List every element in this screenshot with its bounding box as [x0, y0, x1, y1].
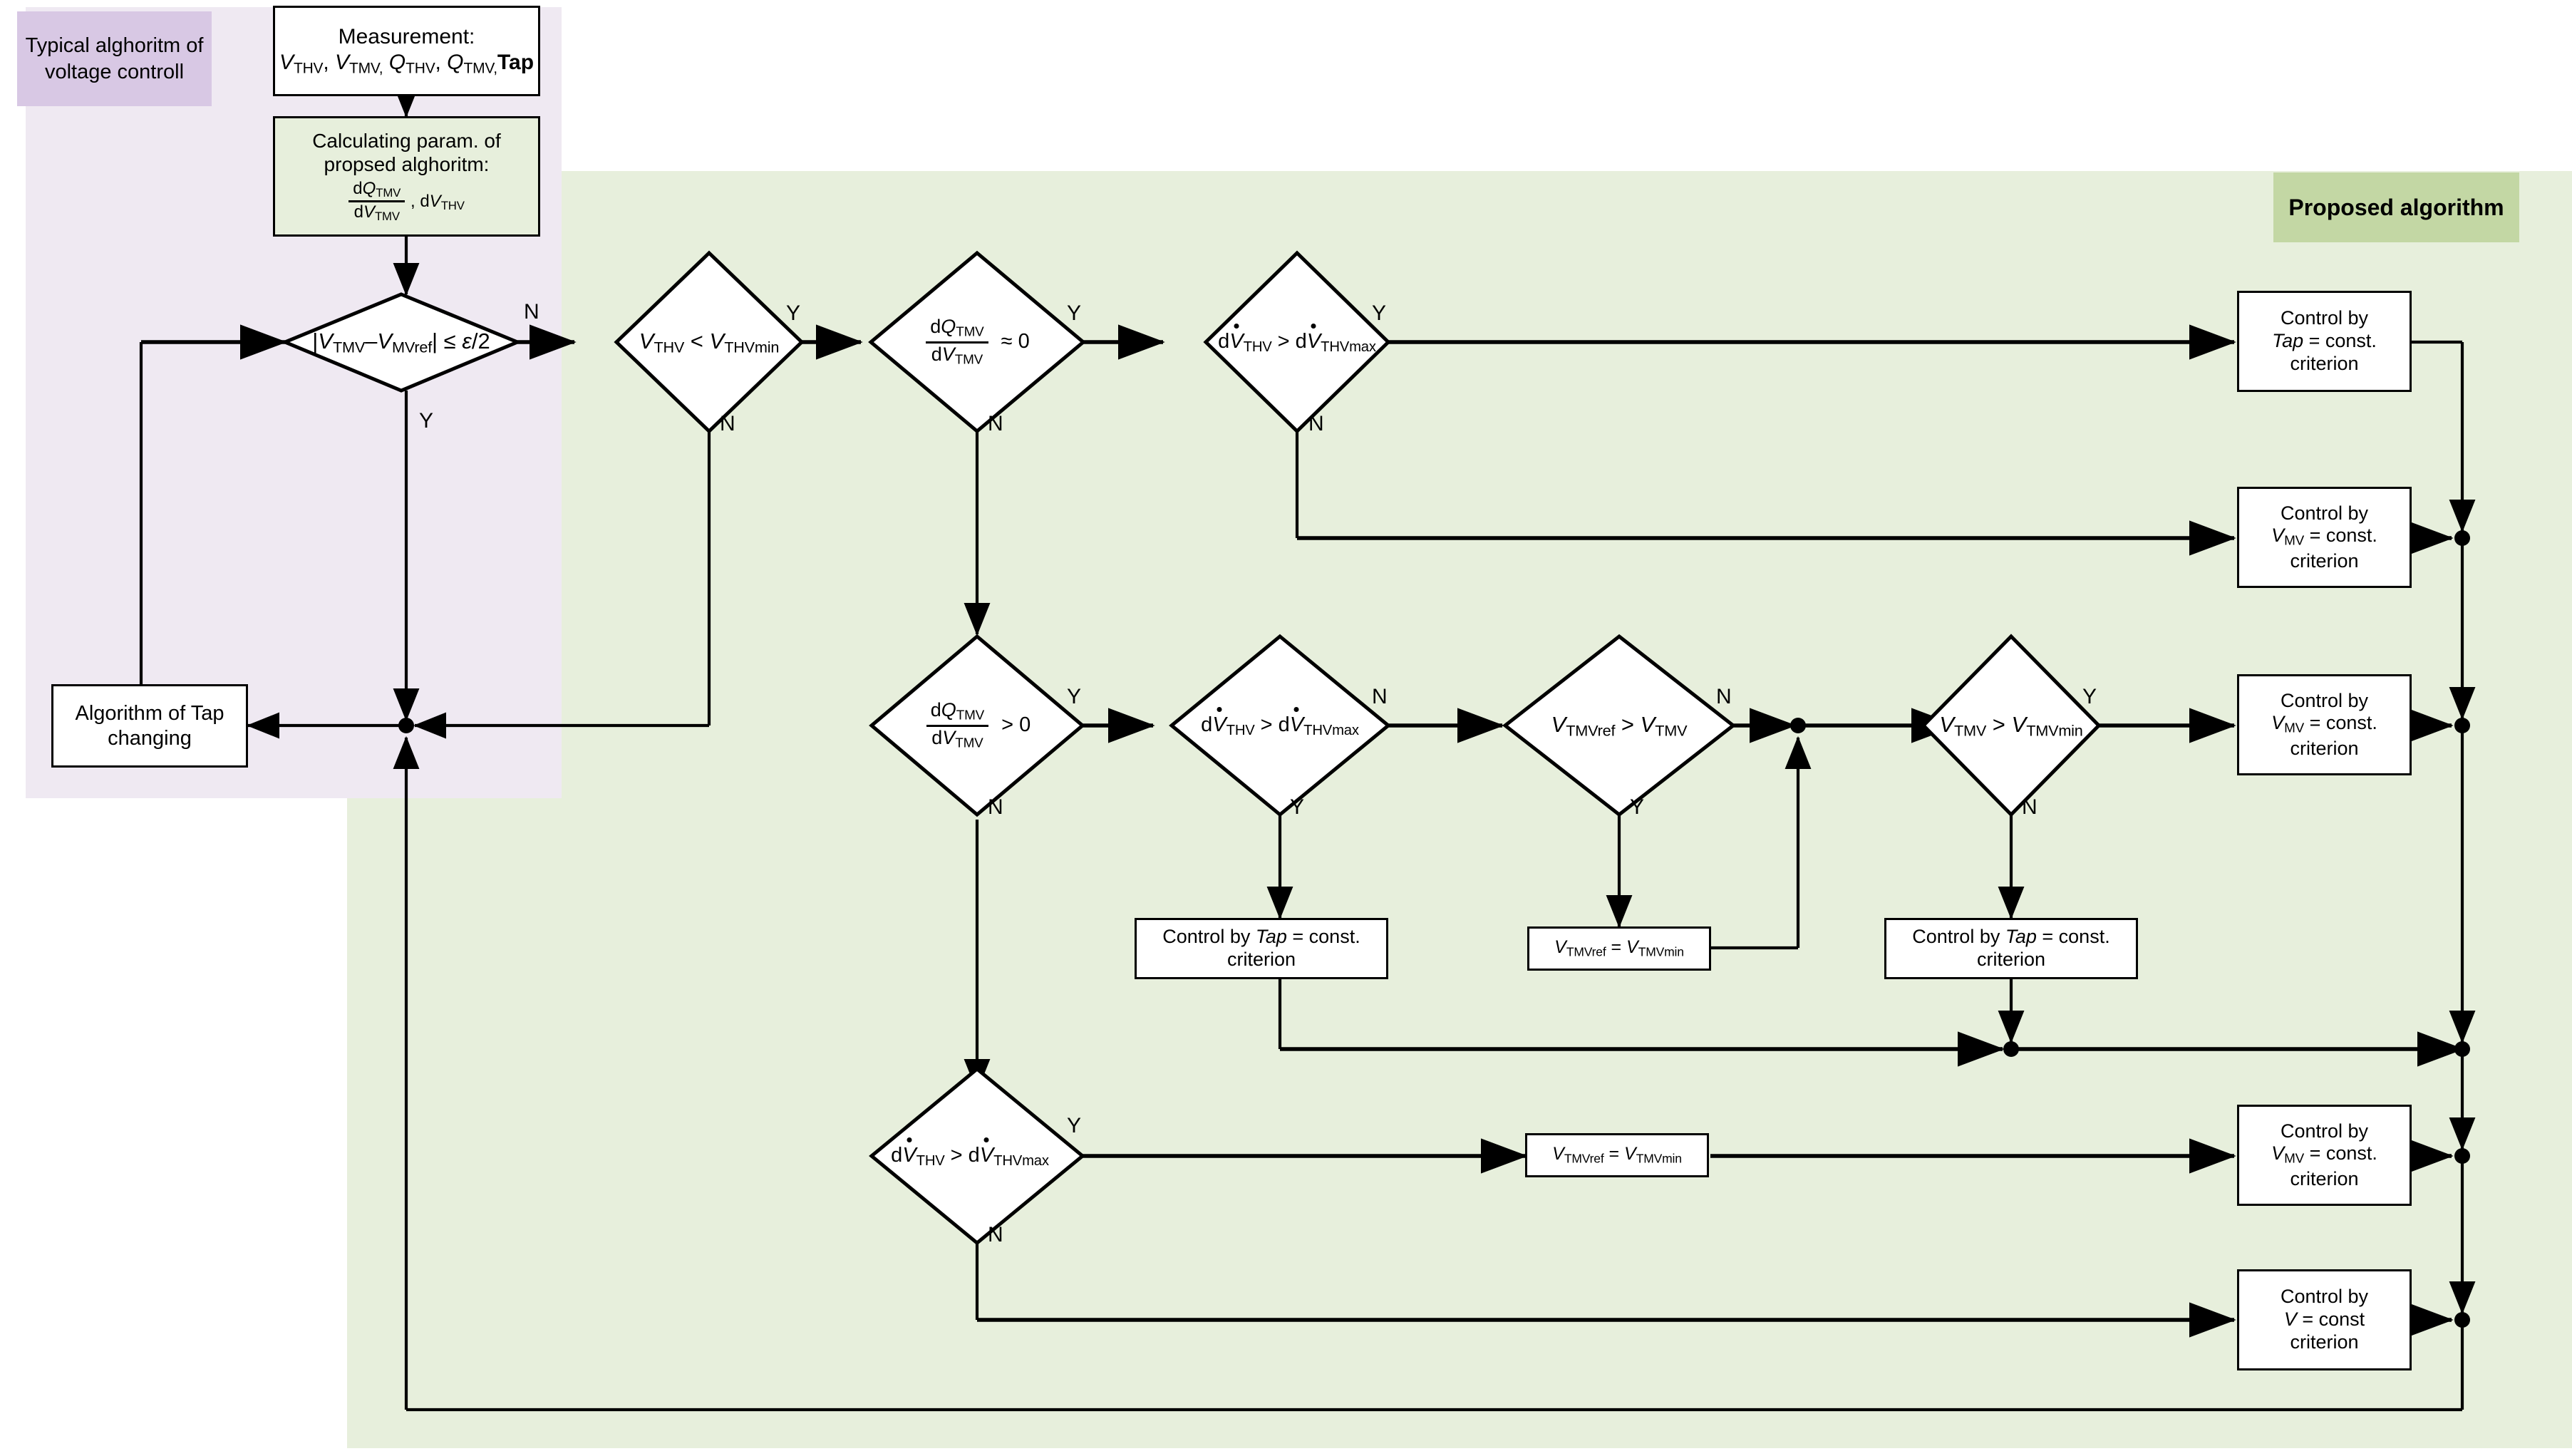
node-tap-changing-line1: Algorithm of Tap	[75, 702, 224, 726]
decision-d9-shape	[869, 1066, 1085, 1246]
branch-label-d9-N: N	[988, 1223, 1003, 1246]
node-measurement-vars: VTHV, VTMV, QTHV, QTMV,Tap	[279, 50, 534, 76]
decision-shapes	[280, 250, 2102, 1246]
decision-d1-text: |VTMV–VMVref| ≤ ε/2	[312, 329, 490, 356]
output-box-t2: Control by Tap = const.criterion	[1884, 918, 2138, 979]
branch-label-d2-Y: Y	[786, 301, 801, 325]
region-label-typical: Typical alghoritm of voltage controll	[17, 11, 212, 106]
output-o2-line1: Control by	[2280, 502, 2369, 524]
output-t2-text: Control by Tap = const.criterion	[1912, 926, 2110, 970]
output-box-t1: Control by Tap = const.criterion	[1135, 918, 1388, 979]
decision-d8-shape	[1921, 634, 2102, 817]
region-label-typical-line2: voltage controll	[44, 60, 185, 83]
junction-dot-left-merge	[398, 718, 414, 733]
junction-dot-d7-d8	[1790, 718, 1806, 733]
decision-d5: dQTMV dVTMV > 0	[881, 683, 1076, 768]
output-o4-line3: criterion	[2290, 1167, 2359, 1189]
region-proposed-header-bg	[2273, 172, 2519, 242]
node-calculating-line1: Calculating param. of	[312, 129, 501, 152]
output-o4-line2: VMV = const.	[2271, 1142, 2377, 1167]
output-o3-line1: Control by	[2280, 689, 2369, 711]
decision-d2: VTHV < VTHVmin	[620, 319, 798, 366]
junction-dot-rail-755	[2454, 530, 2470, 546]
region-label-proposed-text: Proposed algorithm	[2288, 194, 2504, 220]
decision-d6-shape	[1169, 634, 1391, 817]
decision-d7: VTMVref > VTMV	[1525, 703, 1713, 750]
branch-label-d6-N: N	[1372, 685, 1388, 708]
junction-dot-rail-mid	[2003, 1041, 2019, 1057]
assign-box-a2: VTMVref = VTMVmin	[1525, 1133, 1709, 1177]
output-t1-text: Control by Tap = const.criterion	[1162, 926, 1360, 970]
output-o2-line3: criterion	[2290, 549, 2359, 572]
decision-d8: VTMV > VTMVmin	[1927, 703, 2095, 750]
decision-d6-text: dVTHV > dVTHVmax	[1201, 713, 1359, 739]
decision-d8-text: VTMV > VTMVmin	[1939, 712, 2083, 740]
node-measurement-title: Measurement:	[338, 25, 475, 49]
branch-label-d4-N: N	[1308, 412, 1324, 435]
decision-d1-shape	[280, 292, 522, 393]
decision-d7-shape	[1502, 634, 1737, 817]
region-typical-header-bg	[17, 11, 212, 106]
output-o5-line3: criterion	[2290, 1331, 2359, 1353]
node-tap-changing-line2: changing	[108, 726, 192, 750]
branch-label-d9-Y: Y	[1067, 1114, 1082, 1137]
decision-d9: dVTHV > dVTHVmax	[877, 1133, 1063, 1180]
node-calculating-formula: dQTMV dVTMV , dVTHV	[275, 179, 538, 224]
decision-d4-text: dVTHV > dVTHVmax	[1218, 330, 1376, 356]
node-tap-changing: Algorithm of Tap changing	[51, 684, 248, 768]
branch-label-d3-Y: Y	[1067, 301, 1082, 325]
output-o1-line2: Tap = const.	[2272, 330, 2377, 352]
branch-label-d7-N: N	[1716, 685, 1732, 708]
junction-dot-rail-1018	[2454, 718, 2470, 733]
branch-label-d1-N: N	[524, 300, 539, 324]
output-box-o1: Control by Tap = const. criterion	[2237, 291, 2412, 392]
output-o3-line2: VMV = const.	[2271, 712, 2377, 737]
output-o5-line1: Control by	[2280, 1286, 2369, 1308]
assign-box-a1: VTMVref = VTMVmin	[1527, 926, 1711, 971]
branch-label-d5-Y: Y	[1067, 685, 1082, 708]
region-label-proposed: Proposed algorithm	[2273, 172, 2519, 242]
decision-d6: dVTHV > dVTHVmax	[1194, 703, 1365, 750]
output-box-o3: Control by VMV = const. criterion	[2237, 674, 2412, 775]
output-o4-line1: Control by	[2280, 1120, 2369, 1142]
assign-a2-text: VTMVref = VTMVmin	[1552, 1144, 1682, 1166]
decision-d2-shape	[614, 250, 805, 434]
output-box-o5: Control by V = const criterion	[2237, 1269, 2412, 1370]
decision-d5-text: dQTMV dVTMV > 0	[926, 699, 1031, 751]
output-o1-line1: Control by	[2280, 307, 2369, 329]
output-o1-line3: criterion	[2290, 352, 2359, 374]
decision-d3-text: dQTMV dVTMV ≈ 0	[926, 316, 1030, 368]
junction-dot-rail-1472	[2454, 1041, 2470, 1057]
junction-dots	[398, 530, 2470, 1328]
branch-label-d8-Y: Y	[2082, 685, 2097, 708]
decision-d3: dQTMV dVTMV ≈ 0	[880, 299, 1075, 385]
decision-d7-text: VTMVref > VTMV	[1551, 712, 1688, 740]
output-box-o4: Control by VMV = const. criterion	[2237, 1105, 2412, 1206]
output-o2-line2: VMV = const.	[2271, 525, 2377, 549]
branch-label-d2-N: N	[720, 412, 735, 435]
output-o3-line3: criterion	[2290, 737, 2359, 759]
node-measurement: Measurement: VTHV, VTMV, QTHV, QTMV,Tap	[273, 6, 540, 96]
assign-a1-text: VTMVref = VTMVmin	[1554, 937, 1684, 959]
branch-label-d1-Y: Y	[419, 409, 434, 433]
branch-label-d7-Y: Y	[1630, 795, 1645, 819]
region-label-typical-line1: Typical alghoritm of	[25, 34, 204, 58]
branch-label-d4-Y: Y	[1372, 301, 1387, 325]
decision-d1: |VTMV–VMVref| ≤ ε/2	[289, 319, 514, 366]
junction-dot-rail-1622	[2454, 1148, 2470, 1164]
decision-d9-text: dVTHV > dVTHVmax	[891, 1144, 1049, 1170]
node-calculating-line2: propsed alghoritm:	[324, 153, 490, 175]
branch-label-d8-N: N	[2022, 795, 2038, 819]
branch-label-d6-Y: Y	[1290, 795, 1305, 819]
decision-d2-text: VTHV < VTHVmin	[639, 329, 780, 356]
decision-d4: dVTHV > dVTHVmax	[1212, 319, 1383, 366]
node-calculating: Calculating param. of propsed alghoritm:…	[273, 116, 540, 237]
output-o5-line2: V = const	[2283, 1308, 2365, 1331]
branch-label-d5-N: N	[988, 795, 1003, 819]
junction-dot-rail-1852	[2454, 1312, 2470, 1328]
decision-d4-shape	[1203, 250, 1391, 434]
branch-label-d3-N: N	[988, 412, 1003, 435]
output-box-o2: Control by VMV = const. criterion	[2237, 487, 2412, 588]
